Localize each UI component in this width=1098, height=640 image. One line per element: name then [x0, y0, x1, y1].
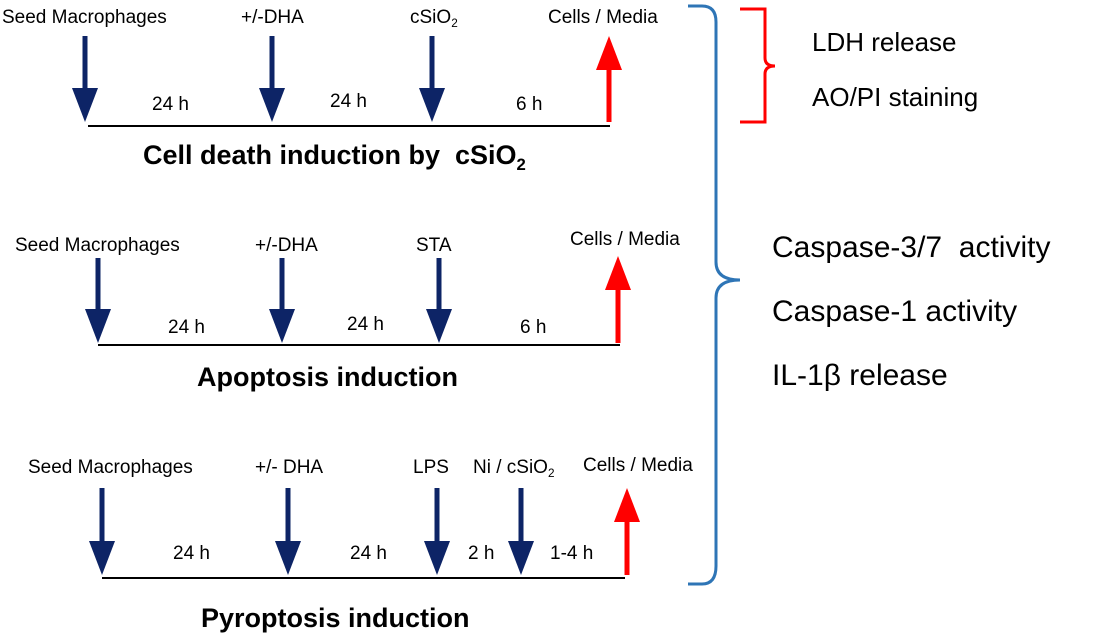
assay-ao-pi-staining: AO/PI staining: [812, 82, 979, 112]
arrow-down-icon: [89, 488, 115, 575]
red-bracket: [740, 7, 776, 124]
arrow-up-icon: [605, 256, 631, 343]
protocol2-duration-2: 24 h: [347, 314, 384, 335]
arrow-down-icon: [259, 36, 285, 122]
protocol3-dha-label: +/- DHA: [255, 457, 324, 478]
assay-ldh-release: LDH release: [812, 27, 957, 57]
assay-caspase-1: Caspase-1 activity: [772, 295, 1018, 328]
protocol2-duration-3: 6 h: [520, 317, 547, 338]
protocol3-lps-label: LPS: [413, 457, 449, 478]
protocol3-harvest-label: Cells / Media: [583, 455, 693, 476]
arrow-down-icon: [72, 36, 98, 122]
arrow-down-icon: [508, 488, 534, 575]
protocol1-seed-label: Seed Macrophages: [2, 7, 167, 28]
protocol1-duration-3: 6 h: [516, 94, 543, 115]
arrow-down-icon: [269, 258, 295, 343]
protocol1-graphics: [72, 36, 622, 127]
protocol2-seed-label: Seed Macrophages: [15, 235, 180, 256]
protocol3-seed-label: Seed Macrophages: [28, 457, 193, 478]
protocol3-duration-3: 2 h: [468, 543, 495, 564]
protocol1-agent-label: cSiO2: [410, 7, 458, 31]
protocol2-graphics: [85, 256, 631, 346]
blue-brace: [688, 4, 741, 586]
protocol1-dha-label: +/-DHA: [241, 7, 304, 28]
protocol1-duration-2: 24 h: [330, 91, 367, 112]
arrow-down-icon: [426, 258, 452, 343]
protocol2-title: Apoptosis induction: [197, 362, 458, 392]
protocol2-harvest-label: Cells / Media: [570, 229, 680, 250]
protocol3-title: Pyroptosis induction: [201, 603, 470, 633]
protocol3-duration-2: 24 h: [350, 543, 387, 564]
protocol2-dha-label: +/-DHA: [255, 235, 318, 256]
arrow-down-icon: [275, 488, 301, 575]
assay-caspase-3-7: Caspase-3/7 activity: [772, 231, 1051, 264]
protocol3-graphics: [89, 488, 640, 579]
protocol2-agent-label: STA: [416, 235, 452, 256]
protocol1-title: Cell death induction by cSiO2: [143, 140, 526, 174]
arrow-down-icon: [424, 488, 450, 575]
protocol3-agent-label: Ni / cSiO2: [473, 457, 555, 481]
assay-il1b-release: IL-1β release: [772, 359, 948, 392]
arrow-up-icon: [614, 488, 640, 575]
arrow-down-icon: [419, 36, 445, 122]
protocol3-duration-4: 1-4 h: [550, 543, 594, 564]
protocol1-harvest-label: Cells / Media: [548, 7, 658, 28]
protocol3-duration-1: 24 h: [173, 543, 210, 564]
protocol2-duration-1: 24 h: [168, 317, 205, 338]
arrow-up-icon: [596, 36, 622, 122]
protocol1-duration-1: 24 h: [152, 94, 189, 115]
arrow-down-icon: [85, 258, 111, 343]
